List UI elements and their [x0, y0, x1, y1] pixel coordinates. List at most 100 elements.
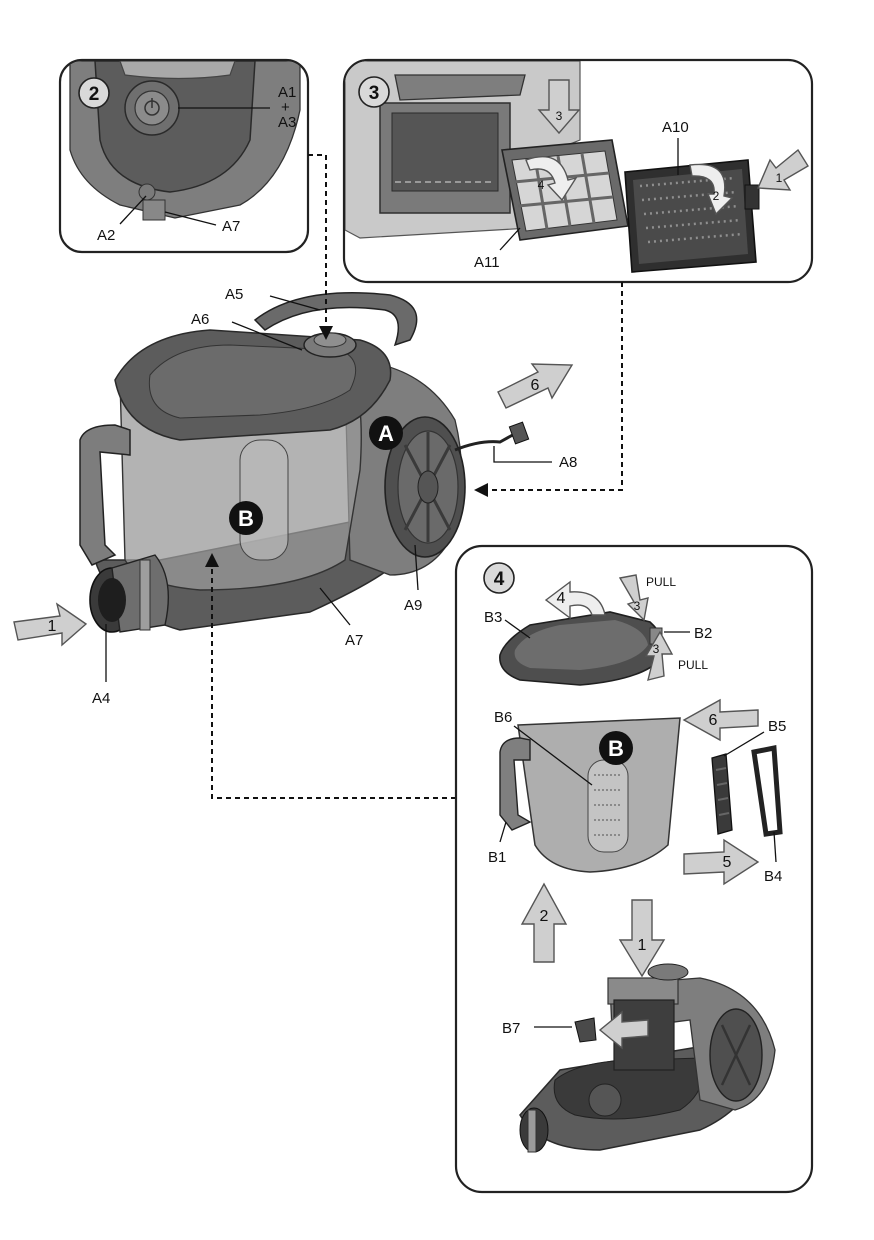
- dash-arrowhead-3: [205, 553, 219, 567]
- label-B4: B4: [764, 868, 782, 885]
- label-A8: A8: [559, 454, 577, 471]
- carry-handle-A5: [253, 292, 418, 347]
- arrow-p3-3: [537, 79, 581, 135]
- pre-filter-B7: [574, 1017, 597, 1043]
- badge-B-main-letter: B: [238, 506, 254, 531]
- bin-filter-B6: [587, 759, 629, 853]
- leader-A2: [119, 195, 147, 225]
- dash-arrowhead-2: [474, 483, 488, 497]
- label-A9: A9: [404, 597, 422, 614]
- label-A4: A4: [92, 690, 110, 707]
- step-number-4: 4: [494, 569, 505, 590]
- bin-handle-B1: [499, 737, 532, 831]
- main-vacuum: A B A5 A6 A8 A9 A7 A4 1 6: [13, 286, 577, 707]
- arrow-num-p4-2: 2: [540, 908, 549, 925]
- label-A11: A11: [474, 254, 500, 271]
- label-B6: B6: [494, 709, 512, 726]
- container-handle: [79, 424, 131, 566]
- arrow-num-p4-4: 4: [557, 590, 566, 607]
- dash-panel4-to-body: [211, 565, 456, 799]
- leader-B1: [499, 821, 507, 843]
- hose-inlet-A4: [89, 554, 170, 633]
- cord-rewind-icon: [138, 183, 156, 201]
- arrow-num-p4-3a: 3: [634, 599, 641, 613]
- leader-B4: [773, 831, 777, 863]
- panel-3: 3 3 4 2 1 A10 A11: [342, 58, 814, 284]
- connector-lines: [205, 154, 623, 799]
- arrow-num-p4-1: 1: [638, 937, 647, 954]
- arrow-p4-6: [682, 698, 759, 742]
- filter-frame-B4: [751, 744, 783, 837]
- arrow-num-p3-2: 2: [713, 189, 720, 203]
- dust-bin: [499, 717, 681, 873]
- badge-B-main: [229, 501, 263, 535]
- leader-A7-top: [164, 211, 217, 226]
- badge-A-letter: A: [378, 421, 394, 446]
- arrow-main-6: [497, 363, 574, 409]
- label-A6: A6: [191, 311, 209, 328]
- arrow-p3-1: [756, 148, 809, 191]
- leader-A8: [493, 446, 552, 463]
- leader-B5: [723, 731, 765, 757]
- label-B2: B2: [694, 625, 712, 642]
- arrow-num-p4-5: 5: [723, 854, 732, 871]
- label-B7: B7: [502, 1020, 520, 1037]
- wheel-A9: [384, 416, 466, 558]
- label-A7: A7: [345, 632, 363, 649]
- label-pull-bottom: PULL: [678, 658, 708, 672]
- label-B3: B3: [484, 609, 502, 626]
- latch: [142, 199, 166, 221]
- leader-A5: [269, 295, 321, 311]
- badge-A: [369, 416, 403, 450]
- step-number-2: 2: [89, 84, 100, 105]
- arrow-num-main-6: 6: [531, 377, 540, 394]
- label-A1: A1: [278, 84, 296, 101]
- filter-grille-A10: [624, 159, 760, 273]
- panel-2: 2 A1 + A3 A2 A7: [58, 58, 310, 254]
- container-lid-B3: [499, 611, 665, 686]
- arrow-num-p3-1: 1: [776, 171, 783, 185]
- arrow-p4-4: [544, 580, 606, 620]
- arrow-main-1: [13, 602, 88, 647]
- label-pull-top: PULL: [646, 575, 676, 589]
- arrow-num-p3-4: 4: [538, 178, 545, 192]
- arrow-p3-2: [689, 163, 734, 216]
- step-badge-2: [78, 77, 110, 109]
- arrow-num-main-1: 1: [48, 618, 57, 635]
- step-badge-4: [483, 562, 515, 594]
- label-A5: A5: [225, 286, 243, 303]
- arrow-p3-4: [525, 156, 578, 202]
- badge-B-bin-letter: B: [608, 736, 624, 761]
- step-number-3: 3: [369, 83, 380, 104]
- leader-B6: [513, 725, 593, 786]
- label-A2: A2: [97, 227, 115, 244]
- leader-A6: [231, 321, 303, 351]
- arrow-num-p3-3: 3: [556, 109, 563, 123]
- leader-A9: [414, 544, 419, 591]
- label-A10: A10: [662, 119, 689, 136]
- panel-2-photo: [69, 61, 301, 221]
- arrow-num-p4-6: 6: [709, 712, 718, 729]
- dash-arrowhead-1: [319, 326, 333, 340]
- dash-panel2-to-body: [308, 154, 327, 328]
- label-A3: A3: [278, 114, 296, 131]
- arrow-p4-1: [618, 899, 666, 978]
- arrow-p4-3a: [618, 574, 649, 622]
- leader-A7: [319, 587, 351, 626]
- arrow-num-p4-3b: 3: [653, 642, 660, 656]
- arrow-p4-5: [683, 838, 760, 886]
- label-plus: +: [281, 99, 290, 116]
- power-cord-A8: [454, 430, 519, 452]
- vacuum-without-bin: [519, 963, 776, 1153]
- arrow-p4-2: [520, 882, 568, 963]
- dash-panel3-to-body: [488, 282, 623, 491]
- cyclone-filter: [239, 439, 289, 561]
- label-A7-top: A7: [222, 218, 240, 235]
- label-B1: B1: [488, 849, 506, 866]
- arrow-p4-3b: [644, 630, 674, 681]
- leader-A11: [499, 227, 521, 251]
- label-B5: B5: [768, 718, 786, 735]
- arrow-p4-B7: [598, 1010, 649, 1050]
- panel-4: 4 4 3 PULL 3 PULL B3 B2 B B6: [454, 544, 814, 1194]
